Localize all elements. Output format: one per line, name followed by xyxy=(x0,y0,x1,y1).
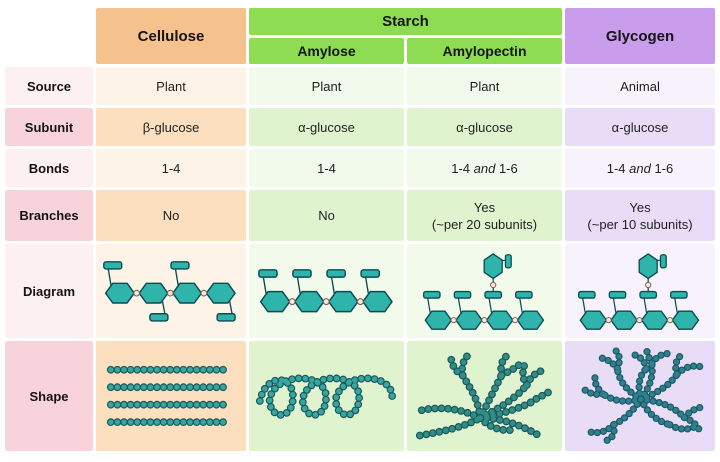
cell-shape-cellulose xyxy=(96,341,246,451)
cell-branches-cellulose: No xyxy=(96,190,246,241)
cell-subunit-glycogen: α-glucose xyxy=(565,108,715,146)
helix-coil-shape xyxy=(254,364,400,428)
cell-shape-glycogen xyxy=(565,341,715,451)
branched-tree-shape xyxy=(412,346,558,445)
branches-line1: No xyxy=(162,208,180,223)
cell-source-glycogen: Animal xyxy=(565,67,715,105)
cell-source-amylose: Plant xyxy=(249,67,404,105)
branches-line1: Yes xyxy=(629,199,651,215)
bond-text: 1-4 and 1-6 xyxy=(451,160,518,176)
branches-line2: (~per 20 subunits) xyxy=(431,216,538,232)
cell-diagram-glycogen xyxy=(565,244,715,338)
column-header-amylose: Amylose xyxy=(249,38,404,64)
bond-text: 1-4 xyxy=(317,160,336,176)
column-header-glycogen: Glycogen xyxy=(565,8,715,64)
column-header-amylopectin: Amylopectin xyxy=(407,38,562,64)
cell-source-cellulose: Plant xyxy=(96,67,246,105)
cell-diagram-amylopectin xyxy=(407,244,562,338)
cell-source-amylopectin: Plant xyxy=(407,67,562,105)
column-group-header-starch: Starch xyxy=(249,8,562,35)
cell-bonds-glycogen: 1-4 and 1-6 xyxy=(565,149,715,187)
row-label-branches: Branches xyxy=(5,190,93,241)
bond-text: 1-4 xyxy=(161,160,181,176)
branches-line1: No xyxy=(318,208,335,223)
cell-bonds-amylopectin: 1-4 and 1-6 xyxy=(407,149,562,187)
cell-bonds-amylose: 1-4 xyxy=(249,149,404,187)
table-grid: Cellulose Starch Amylose Amylopectin Gly… xyxy=(5,8,715,451)
corner-spacer xyxy=(5,8,93,35)
cell-bonds-cellulose: 1-4 xyxy=(96,149,246,187)
cell-subunit-cellulose: β-glucose xyxy=(96,108,246,146)
cell-subunit-amylopectin: α-glucose xyxy=(407,108,562,146)
row-label-shape: Shape xyxy=(5,341,93,451)
cell-branches-glycogen: Yes(~per 10 subunits) xyxy=(565,190,715,241)
cell-branches-amylose: No xyxy=(249,190,404,241)
amylose-chain-diagram xyxy=(257,268,397,313)
column-header-cellulose: Cellulose xyxy=(96,8,246,64)
dense-branched-tree-shape xyxy=(572,345,708,447)
glycogen-branched-diagram xyxy=(577,249,703,332)
straight-chains-shape xyxy=(103,360,239,432)
row-label-subunit: Subunit xyxy=(5,108,93,146)
cell-subunit-amylose: α-glucose xyxy=(249,108,404,146)
row-label-diagram: Diagram xyxy=(5,244,93,338)
cell-shape-amylopectin xyxy=(407,341,562,451)
cell-branches-amylopectin: Yes(~per 20 subunits) xyxy=(407,190,562,241)
row-label-source: Source xyxy=(5,67,93,105)
amylopectin-branched-diagram xyxy=(422,249,548,332)
branches-line2: (~per 10 subunits) xyxy=(587,216,693,232)
cell-diagram-cellulose xyxy=(96,244,246,338)
cell-shape-amylose xyxy=(249,341,404,451)
row-label-bonds: Bonds xyxy=(5,149,93,187)
branches-line1: Yes xyxy=(473,199,496,215)
cell-diagram-amylose xyxy=(249,244,404,338)
cellulose-chain-diagram xyxy=(102,260,240,323)
bond-text: 1-4 and 1-6 xyxy=(606,160,674,176)
